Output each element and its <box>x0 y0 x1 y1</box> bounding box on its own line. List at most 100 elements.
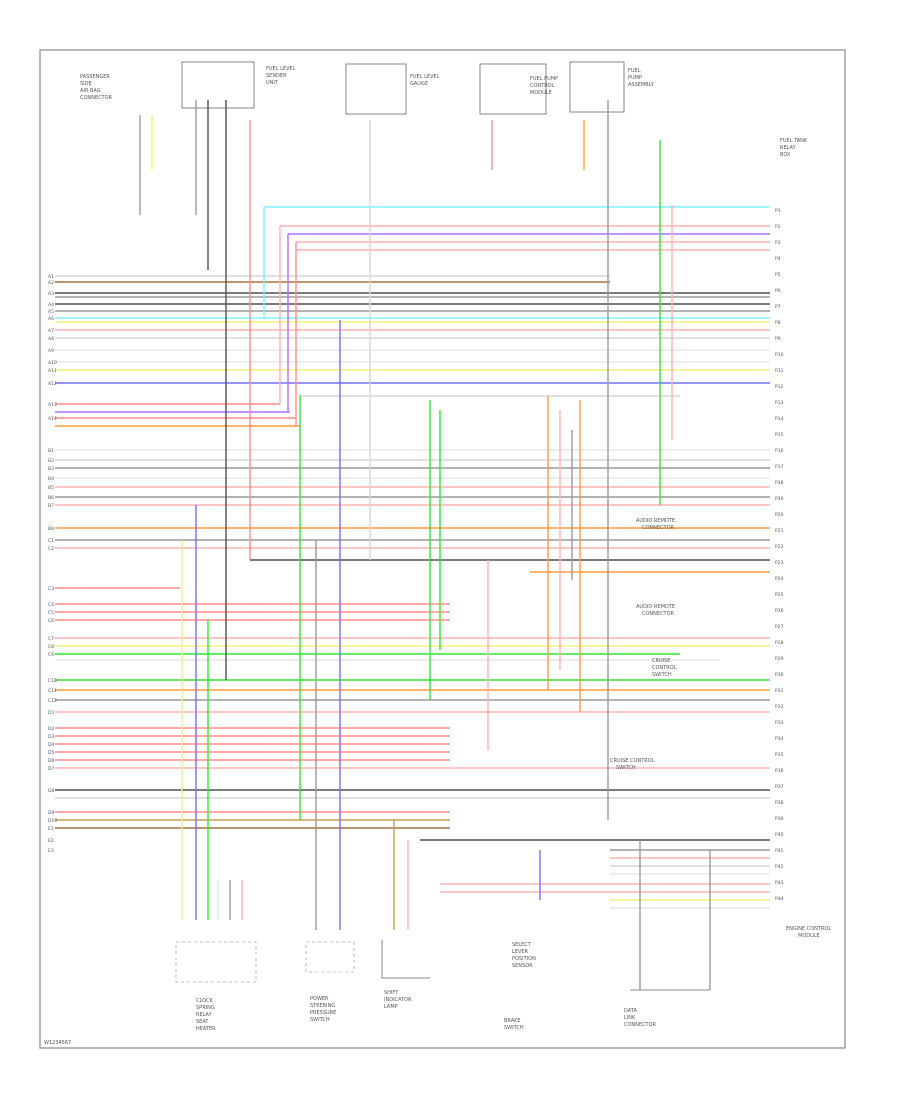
bottom-label-b5-l0: BRAKE <box>504 1018 521 1024</box>
right-bottom-note-l1: MODULE <box>798 933 820 939</box>
left-pin-D2: D2 <box>48 726 54 732</box>
bottom-label-b4-l0: SELECT <box>512 942 532 948</box>
right-pin-P5: P5 <box>775 272 781 278</box>
right-pin-P35: P35 <box>775 752 784 758</box>
right-pin-P42: P42 <box>775 864 784 870</box>
right-pin-P4: P4 <box>775 256 781 262</box>
right-pin-P44: P44 <box>775 896 784 902</box>
bottom-label-b2-l2: PRESSURE <box>310 1010 336 1016</box>
left-pin-D7: D7 <box>48 766 54 772</box>
right-pin-P43: P43 <box>775 880 784 886</box>
top-right-note-l0: FUEL TANK <box>780 138 808 144</box>
right-pin-P29: P29 <box>775 656 784 662</box>
left-pin-A14: A14 <box>48 416 57 422</box>
left-pin-C9: C9 <box>48 652 54 658</box>
component-box-c2 <box>181 61 255 109</box>
left-pin-B4: B4 <box>48 476 54 482</box>
bottom-label-b1-l1: SPRING <box>196 1005 215 1011</box>
mid-label-m1-l1: CONNECTOR <box>642 525 675 531</box>
left-pin-B5: B5 <box>48 485 54 491</box>
bottom-label-b3-l1: INDICATOR <box>384 997 412 1003</box>
right-pin-P12: P12 <box>775 384 784 390</box>
bottom-box-b2 <box>305 941 355 973</box>
bottom-label-b4-l2: POSITION <box>512 956 536 962</box>
right-pin-P30: P30 <box>775 672 784 678</box>
component-label-c5-l2: ASSEMBLY <box>628 82 655 88</box>
right-pin-P23: P23 <box>775 560 784 566</box>
left-pin-D3: D3 <box>48 734 54 740</box>
right-pin-P38: P38 <box>775 800 784 806</box>
left-pin-C1: C1 <box>48 538 54 544</box>
right-pin-P11: P11 <box>775 368 784 374</box>
right-pin-P33: P33 <box>775 720 784 726</box>
right-pin-P41: P41 <box>775 848 784 854</box>
right-pin-P9: P9 <box>775 336 781 342</box>
component-box-c4 <box>479 63 547 115</box>
left-pin-A6: A6 <box>48 316 54 322</box>
left-pin-D6: D6 <box>48 758 54 764</box>
component-label-c1-l1: SIDE <box>80 81 92 87</box>
right-pin-P32: P32 <box>775 704 784 710</box>
left-pin-A12: A12 <box>48 381 57 387</box>
left-pin-B6: B6 <box>48 495 54 501</box>
left-pin-C6: C6 <box>48 618 54 624</box>
right-pin-P17: P17 <box>775 464 784 470</box>
component-label-c4-l0: FUEL PUMP <box>530 76 558 82</box>
bottom-label-b1-l3: SEAT <box>196 1019 209 1025</box>
component-label-c3-l0: FUEL LEVEL <box>410 74 440 80</box>
bottom-label-b2-l0: POWER <box>310 996 329 1002</box>
right-pin-P31: P31 <box>775 688 784 694</box>
component-label-c2-l1: SENDER <box>266 73 287 79</box>
bottom-box-b3 <box>381 940 430 979</box>
left-pin-A8: A8 <box>48 336 54 342</box>
right-pin-P8: P8 <box>775 320 781 326</box>
vertical-wires <box>139 100 711 990</box>
left-pin-C3: C3 <box>48 586 54 592</box>
right-pin-P24: P24 <box>775 576 784 582</box>
mid-label-m3-l0: CRUISE <box>652 658 670 664</box>
right-pin-P14: P14 <box>775 416 784 422</box>
component-label-c3-l1: GAUGE <box>410 81 428 87</box>
bottom-label-b5-l1: SWITCH <box>504 1025 524 1031</box>
bottom-label-b6-l2: CONNECTOR <box>624 1022 657 1028</box>
right-pin-P19: P19 <box>775 496 784 502</box>
right-pin-P34: P34 <box>775 736 784 742</box>
left-pin-C2: C2 <box>48 546 54 552</box>
component-box-c3 <box>345 63 407 115</box>
right-pin-P3: P3 <box>775 240 781 246</box>
right-pin-P27: P27 <box>775 624 784 630</box>
component-box-c5 <box>569 61 625 113</box>
right-pin-P37: P37 <box>775 784 784 790</box>
left-pin-A9: A9 <box>48 348 54 354</box>
left-pin-B2: B2 <box>48 458 54 464</box>
bottom-label-b1-l4: HEATER <box>196 1026 216 1032</box>
bottom-label-b1-l2: RELAY <box>196 1012 213 1018</box>
mid-label-m1-l0: AUDIO REMOTE <box>636 518 675 524</box>
left-pin-A10: A10 <box>48 360 57 366</box>
top-right-note-l2: BOX <box>780 152 791 158</box>
top-components: PASSENGER SIDE AIR BAG CONNECTOR FUEL LE… <box>80 61 808 158</box>
top-right-note-l1: RELAY <box>780 145 797 151</box>
right-pin-P7: P7 <box>775 304 781 310</box>
left-pin-C11: C11 <box>48 688 57 694</box>
left-pin-labels: A1A2A3A4A5A6A7A8A9A10A11A12A13A14B1B2B3B… <box>48 274 57 854</box>
left-pin-D1: D1 <box>48 710 54 716</box>
right-pin-P18: P18 <box>775 480 784 486</box>
left-pin-A1: A1 <box>48 274 54 280</box>
right-pin-P10: P10 <box>775 352 784 358</box>
mid-label-m2-l0: AUDIO REMOTE <box>636 604 675 610</box>
left-pin-C8: C8 <box>48 644 54 650</box>
right-pin-P36: P36 <box>775 768 784 774</box>
left-pin-B7: B7 <box>48 503 54 509</box>
bottom-components: CLOCK SPRING RELAY SEAT HEATER POWER STE… <box>175 926 831 1032</box>
left-pin-E2: E2 <box>48 838 54 844</box>
component-label-c5-l0: FUEL <box>628 68 641 74</box>
left-pin-B8: B8 <box>48 526 54 532</box>
left-pin-C12: C12 <box>48 698 57 704</box>
right-pin-P39: P39 <box>775 816 784 822</box>
mid-label-m3-l1: CONTROL <box>652 665 677 671</box>
left-pin-A2: A2 <box>48 280 54 286</box>
right-pin-P1: P1 <box>775 208 781 214</box>
left-pin-D9: D9 <box>48 810 54 816</box>
right-pin-P28: P28 <box>775 640 784 646</box>
